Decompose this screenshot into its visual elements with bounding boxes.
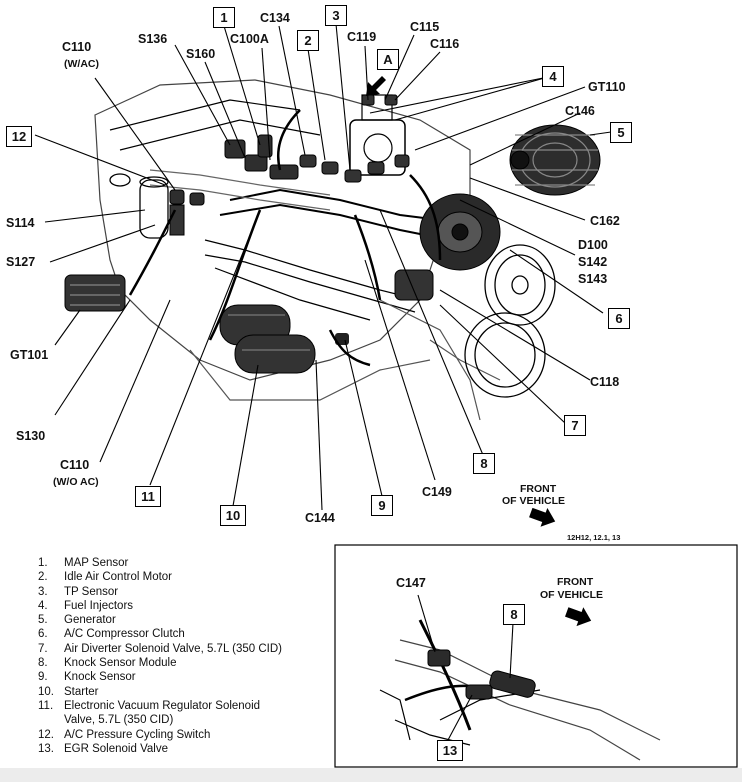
label-s160: S160 (186, 47, 216, 61)
inset-callout-box-13: 13 (437, 740, 463, 761)
legend-item: 11. Electronic Vacuum Regulator Solenoid (38, 699, 282, 713)
front-label-main-line1: FRONT (520, 483, 557, 495)
legend-item-number: 10. (38, 685, 54, 698)
legend-item-number (38, 713, 64, 727)
legend-item-number: 11. (38, 699, 54, 712)
label-c116: C116 (430, 37, 460, 51)
legend-item: Valve, 5.7L (350 CID) (38, 713, 282, 727)
legend-item-number: 9. (38, 671, 48, 684)
figure-code: 12H12, 12.1, 13 (567, 533, 621, 542)
label-s114: S114 (6, 216, 35, 230)
legend-item: 13. EGR Solenoid Valve (38, 742, 282, 756)
legend-item-text: EGR Solenoid Valve (64, 742, 168, 755)
label-s143: S143 (578, 272, 608, 286)
legend-item-number: 1. (38, 557, 48, 569)
label-c162: C162 (590, 214, 620, 228)
label-c110-woac-sub: (W/O AC) (53, 476, 99, 488)
label-c100a: C100A (230, 32, 269, 46)
legend-item-text: Air Diverter Solenoid Valve, 5.7L (350 C… (64, 642, 282, 655)
label-c146: C146 (565, 104, 595, 118)
legend-item: 3. TP Sensor (38, 585, 282, 599)
legend-item-number: 3. (38, 585, 48, 598)
legend-item-text: Fuel Injectors (64, 599, 134, 612)
legend-item: 7. Air Diverter Solenoid Valve, 5.7L (350… (38, 642, 282, 656)
label-s130: S130 (16, 429, 46, 443)
callout-box-2: 2 (297, 30, 319, 51)
callout-box-8: 8 (473, 453, 495, 474)
legend-item-text: Valve, 5.7L (350 CID) (64, 714, 174, 727)
legend-item-number: 8. (38, 657, 48, 670)
label-c110-wac-sub: (W/AC) (64, 58, 99, 70)
label-d100: D100 (578, 238, 608, 252)
label-c110-wac: C110 (62, 40, 92, 54)
label-c134: C134 (260, 11, 290, 25)
front-arrow-icon (529, 507, 556, 527)
legend-item-number: 13. (38, 742, 54, 755)
legend-item-text: TP Sensor (64, 585, 119, 598)
legend-item-text: MAP Sensor (64, 557, 129, 569)
legend-item-number: 7. (38, 642, 48, 655)
label-s127: S127 (6, 255, 36, 269)
label-c118: C118 (590, 375, 620, 389)
front-label-inset-line2: OF VEHICLE (540, 589, 604, 601)
legend-item: 8. Knock Sensor Module (38, 656, 282, 670)
callout-box-1: 1 (213, 7, 235, 28)
inset-callout-box-8: 8 (503, 604, 525, 625)
window-bottom-bar (0, 768, 742, 782)
label-c110-woac: C110 (60, 458, 90, 472)
label-c149: C149 (422, 485, 452, 499)
callout-box-5: 5 (610, 122, 632, 143)
callout-box-11: 11 (135, 486, 161, 507)
legend-item-text: Generator (64, 614, 116, 627)
legend-item-text: A/C Compressor Clutch (64, 628, 185, 641)
label-c144: C144 (305, 511, 335, 525)
label-c119: C119 (347, 30, 377, 44)
legend-item-text: Knock Sensor (64, 671, 136, 684)
legend-item-text: Idle Air Control Motor (64, 571, 173, 584)
front-label-main-line2: OF VEHICLE (502, 495, 566, 507)
legend-item-number: 2. (38, 571, 48, 584)
legend-item-text: Knock Sensor Module (64, 657, 177, 670)
callout-box-6: 6 (608, 308, 630, 329)
front-label-inset-line1: FRONT (557, 576, 594, 588)
label-c115: C115 (410, 20, 440, 34)
label-gt110: GT110 (588, 80, 626, 94)
legend-item: 2. Idle Air Control Motor (38, 570, 282, 584)
callout-box-9: 9 (371, 495, 393, 516)
legend-item: 12. A/C Pressure Cycling Switch (38, 728, 282, 742)
legend-item-text: A/C Pressure Cycling Switch (64, 728, 211, 741)
legend-item-text: Starter (64, 685, 99, 698)
label-gt101: GT101 (10, 348, 49, 362)
legend-item: 6. A/C Compressor Clutch (38, 627, 282, 641)
callout-box-12: 12 (6, 126, 32, 147)
legend-item: 4. Fuel Injectors (38, 599, 282, 613)
callout-box-4: 4 (542, 66, 564, 87)
parts-legend: 1. MAP Sensor 2. Idle Air Control Motor 3. TP… (38, 556, 282, 756)
legend-item-number: 5. (38, 614, 48, 627)
legend-item: 9. Knock Sensor (38, 670, 282, 684)
callout-box-7: 7 (564, 415, 586, 436)
legend-item: 1. MAP Sensor (38, 556, 282, 570)
label-c147: C147 (396, 576, 426, 590)
label-s142: S142 (578, 255, 608, 269)
legend-item-number: 6. (38, 628, 48, 641)
legend-item-text: Electronic Vacuum Regulator Solenoid (64, 699, 261, 712)
callout-box-10: 10 (220, 505, 246, 526)
legend-item-number: 12. (38, 728, 54, 741)
callout-box-a: A (377, 49, 399, 70)
legend-item: 10. Starter (38, 685, 282, 699)
callout-box-3: 3 (325, 5, 347, 26)
label-s136: S136 (138, 32, 168, 46)
legend-item-number: 4. (38, 599, 48, 612)
legend-item: 5. Generator (38, 613, 282, 627)
